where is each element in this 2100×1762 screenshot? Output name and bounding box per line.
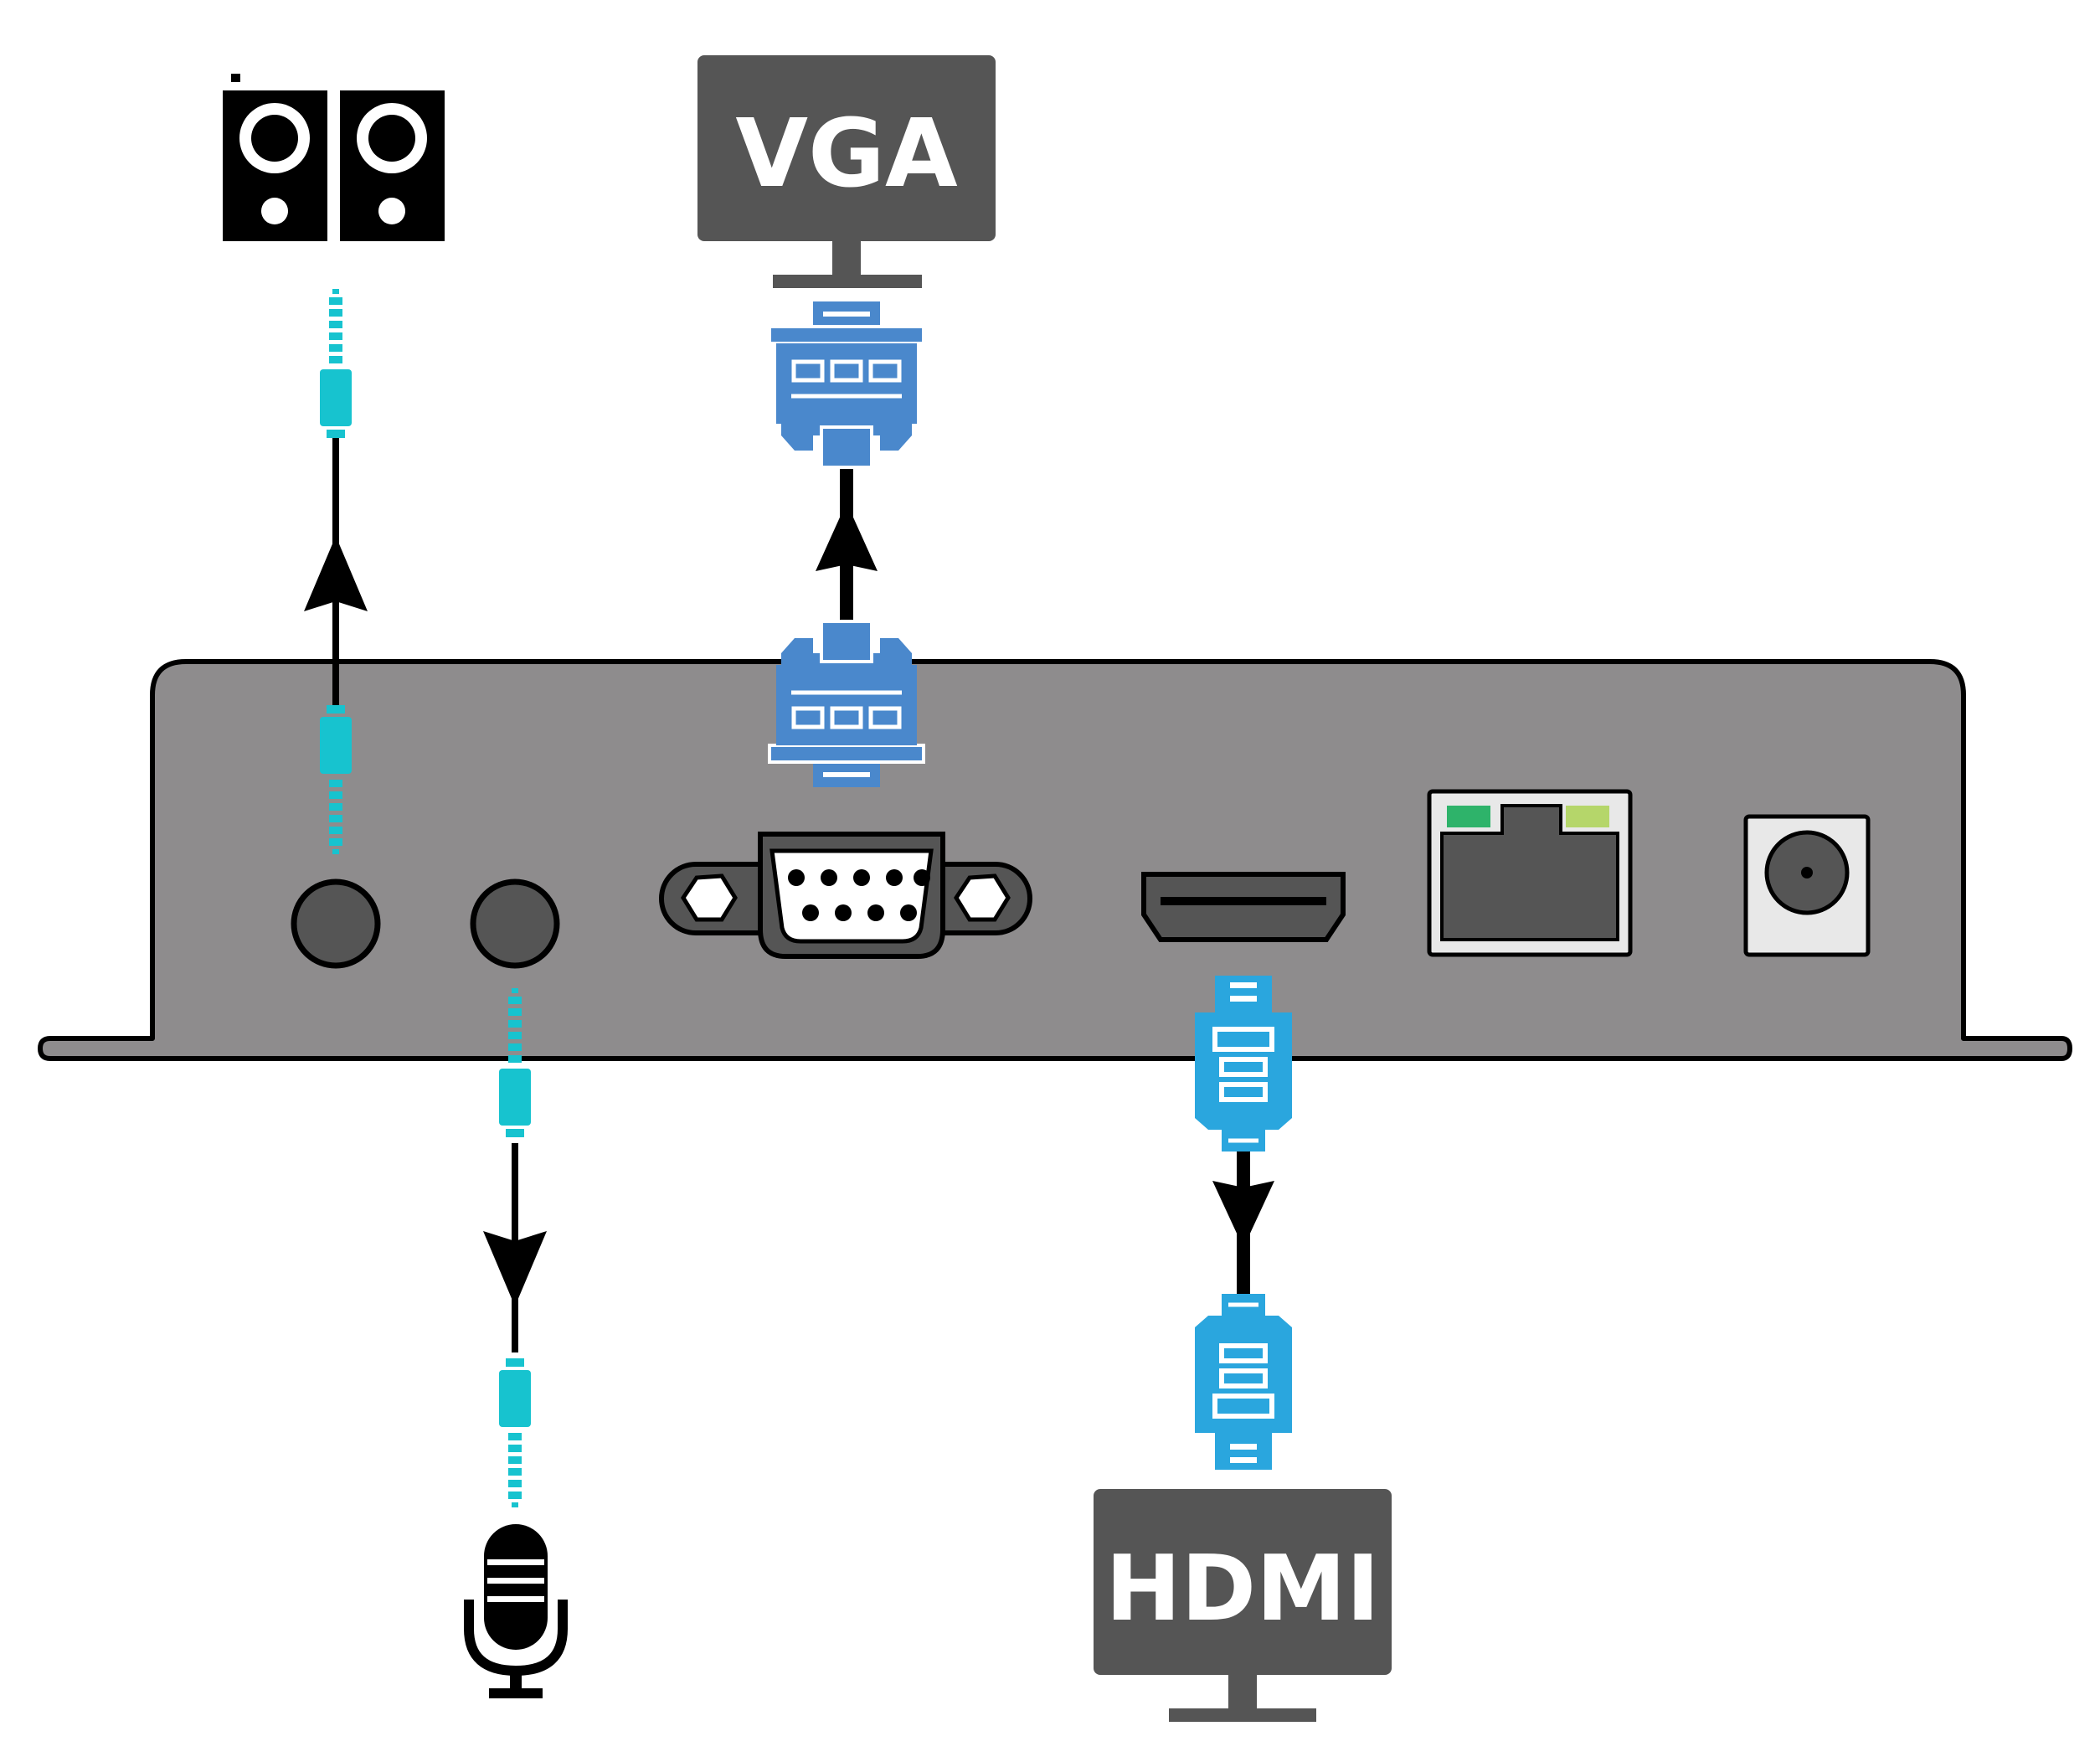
ethernet-port[interactable] bbox=[1427, 789, 1633, 957]
hdmi-port[interactable] bbox=[1141, 872, 1346, 942]
audio-out-cable bbox=[304, 289, 368, 854]
vga-port[interactable] bbox=[659, 832, 1032, 959]
audio-jack-icon bbox=[320, 289, 352, 438]
vga-monitor: VGA bbox=[697, 55, 996, 288]
vga-connector-icon bbox=[769, 621, 924, 787]
speaker-icon bbox=[223, 74, 445, 241]
vga-monitor-label: VGA bbox=[735, 100, 958, 209]
vga-connector-icon bbox=[769, 301, 924, 467]
link-led bbox=[1447, 806, 1490, 827]
device-body bbox=[38, 659, 2072, 1061]
hdmi-monitor-label: HDMI bbox=[1105, 1537, 1380, 1641]
microphone-icon bbox=[464, 1524, 568, 1698]
hdmi-connector-icon bbox=[1195, 1294, 1292, 1470]
audio-out-port[interactable] bbox=[291, 878, 381, 969]
audio-in-cable bbox=[483, 988, 547, 1507]
hdmi-cable bbox=[1195, 976, 1292, 1470]
hdmi-monitor: HDMI bbox=[1094, 1489, 1392, 1722]
activity-led bbox=[1566, 806, 1609, 827]
vga-cable bbox=[769, 301, 924, 787]
power-port[interactable] bbox=[1743, 814, 1871, 957]
audio-jack-icon bbox=[499, 1358, 531, 1507]
audio-in-port[interactable] bbox=[470, 878, 560, 969]
